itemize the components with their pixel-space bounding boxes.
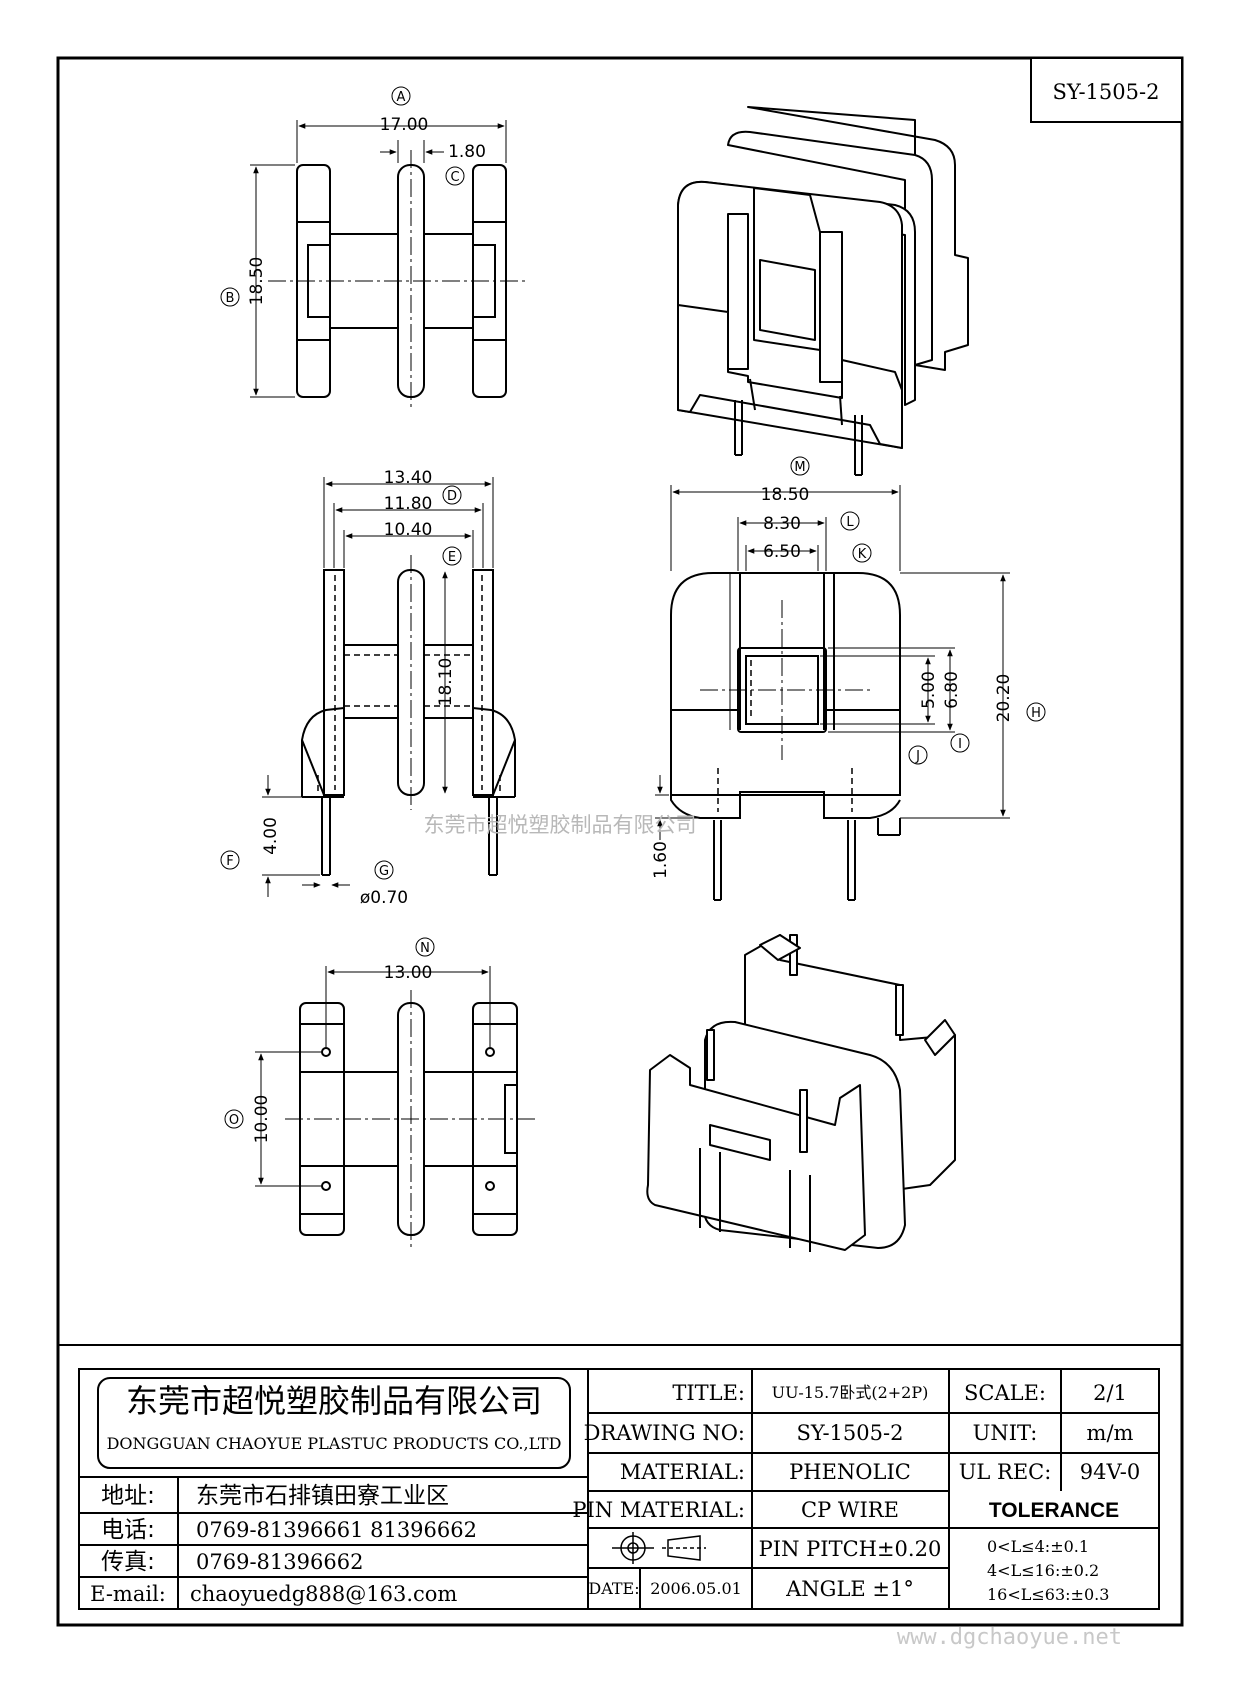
title-value: UU-15.7卧式(2+2P) bbox=[772, 1383, 929, 1402]
callout-g: G bbox=[379, 864, 389, 879]
dim-a: 17.00 bbox=[380, 115, 429, 135]
projection-symbol bbox=[612, 1532, 706, 1564]
date-value: 2006.05.01 bbox=[650, 1579, 742, 1598]
dim-f: 10.40 bbox=[384, 520, 433, 540]
drawing-no-label: DRAWING NO: bbox=[584, 1421, 745, 1445]
fax: 0769-81396662 bbox=[196, 1550, 363, 1574]
date-label: DATE: bbox=[588, 1579, 639, 1598]
dim-d: 13.40 bbox=[384, 468, 433, 488]
callout-i: I bbox=[958, 737, 962, 752]
company-name-en: DONGGUAN CHAOYUE PLASTUC PRODUCTS CO.,LT… bbox=[107, 1434, 562, 1453]
callout-e: E bbox=[448, 550, 456, 565]
callout-b: B bbox=[226, 291, 235, 306]
material-label: MATERIAL: bbox=[620, 1460, 745, 1484]
pin-material-value: CP WIRE bbox=[801, 1498, 899, 1522]
callout-l: L bbox=[846, 515, 854, 530]
scale-label: SCALE: bbox=[964, 1381, 1046, 1405]
callout-c: C bbox=[450, 170, 459, 185]
phone-label: 电话: bbox=[101, 1517, 155, 1543]
callout-k: K bbox=[858, 547, 867, 562]
company-name-cn: 东莞市超悦塑胶制品有限公司 bbox=[126, 1382, 542, 1420]
dim-pin: 1.60 bbox=[651, 841, 671, 879]
callout-d: D bbox=[447, 489, 457, 504]
dim-e: 11.80 bbox=[384, 494, 433, 514]
drawing-code-box: SY-1505-2 bbox=[1030, 57, 1183, 123]
dim-b: 18.50 bbox=[247, 257, 267, 306]
drawing-no-value: SY-1505-2 bbox=[797, 1421, 904, 1445]
address: 东莞市石排镇田寮工业区 bbox=[196, 1483, 449, 1509]
dim-j: 5.00 bbox=[919, 671, 939, 709]
title-label: TITLE: bbox=[672, 1381, 745, 1405]
callout-h: H bbox=[1031, 706, 1041, 721]
top-view-labels: 17.00 1.80 18.50 A C B bbox=[220, 86, 486, 307]
site-watermark: www.dgchaoyue.net bbox=[897, 1625, 1122, 1650]
tolerance-1: 0<L≤4:±0.1 bbox=[987, 1537, 1089, 1556]
dim-k: 6.50 bbox=[763, 542, 801, 562]
scale-value: 2/1 bbox=[1093, 1381, 1127, 1405]
dim-o: 10.00 bbox=[252, 1095, 272, 1144]
side-view bbox=[655, 485, 1010, 901]
callout-f: F bbox=[226, 854, 233, 869]
dim-i: ø0.70 bbox=[360, 888, 408, 908]
unit-label: UNIT: bbox=[973, 1421, 1038, 1445]
tolerance-label: TOLERANCE bbox=[989, 1499, 1119, 1522]
sheet-border bbox=[56, 56, 1184, 1627]
bottom-view bbox=[255, 966, 535, 1250]
pin-pitch: PIN PITCH±0.20 bbox=[759, 1537, 942, 1561]
dim-h: 4.00 bbox=[261, 817, 281, 855]
drawing-code: SY-1505-2 bbox=[1053, 80, 1160, 104]
address-label: 地址: bbox=[101, 1483, 155, 1509]
title-block bbox=[78, 1368, 1160, 1610]
side-view-labels: 18.50 8.30 6.50 5.00 6.80 20.20 1.60 M L… bbox=[651, 456, 1046, 879]
ul-value: 94V-0 bbox=[1080, 1460, 1140, 1484]
tolerance-2: 4<L≤16:±0.2 bbox=[987, 1561, 1099, 1580]
fax-label: 传真: bbox=[101, 1549, 155, 1575]
iso-view-upper bbox=[677, 106, 969, 476]
callout-a: A bbox=[397, 90, 406, 105]
callout-m: M bbox=[794, 460, 805, 475]
bottom-view-labels: 13.00 10.00 N O bbox=[224, 937, 435, 1144]
dim-c: 1.80 bbox=[448, 142, 486, 162]
email-label: E-mail: bbox=[90, 1582, 166, 1606]
front-view-labels: 13.40 11.80 10.40 18.10 4.00 ø0.70 D E F… bbox=[220, 468, 462, 908]
ul-label: UL REC: bbox=[959, 1460, 1052, 1484]
dim-side-h: 20.20 bbox=[994, 674, 1014, 723]
unit-value: m/m bbox=[1087, 1421, 1134, 1445]
dim-m: 18.50 bbox=[761, 485, 810, 505]
dim-g: 18.10 bbox=[436, 658, 456, 707]
phone: 0769-81396661 81396662 bbox=[196, 1518, 477, 1542]
top-view bbox=[250, 120, 525, 410]
callout-o: O bbox=[229, 1113, 239, 1128]
material-value: PHENOLIC bbox=[789, 1460, 911, 1484]
iso-view-lower bbox=[646, 934, 956, 1252]
dim-n: 13.00 bbox=[384, 963, 433, 983]
pin-material-label: PIN MATERIAL: bbox=[572, 1498, 745, 1522]
dim-side-i: 6.80 bbox=[942, 671, 962, 709]
front-view bbox=[262, 477, 517, 897]
angle: ANGLE ±1° bbox=[785, 1577, 914, 1601]
callout-j: J bbox=[915, 749, 920, 764]
watermark: 东莞市超悦塑胶制品有限公司 bbox=[424, 813, 697, 837]
tolerance-3: 16<L≤63:±0.3 bbox=[987, 1585, 1109, 1604]
title-block-text: 东莞市超悦塑胶制品有限公司 DONGGUAN CHAOYUE PLASTUC P… bbox=[90, 1381, 1140, 1606]
dim-l: 8.30 bbox=[763, 514, 801, 534]
callout-n: N bbox=[420, 941, 430, 956]
email: chaoyuedg888@163.com bbox=[190, 1582, 457, 1606]
